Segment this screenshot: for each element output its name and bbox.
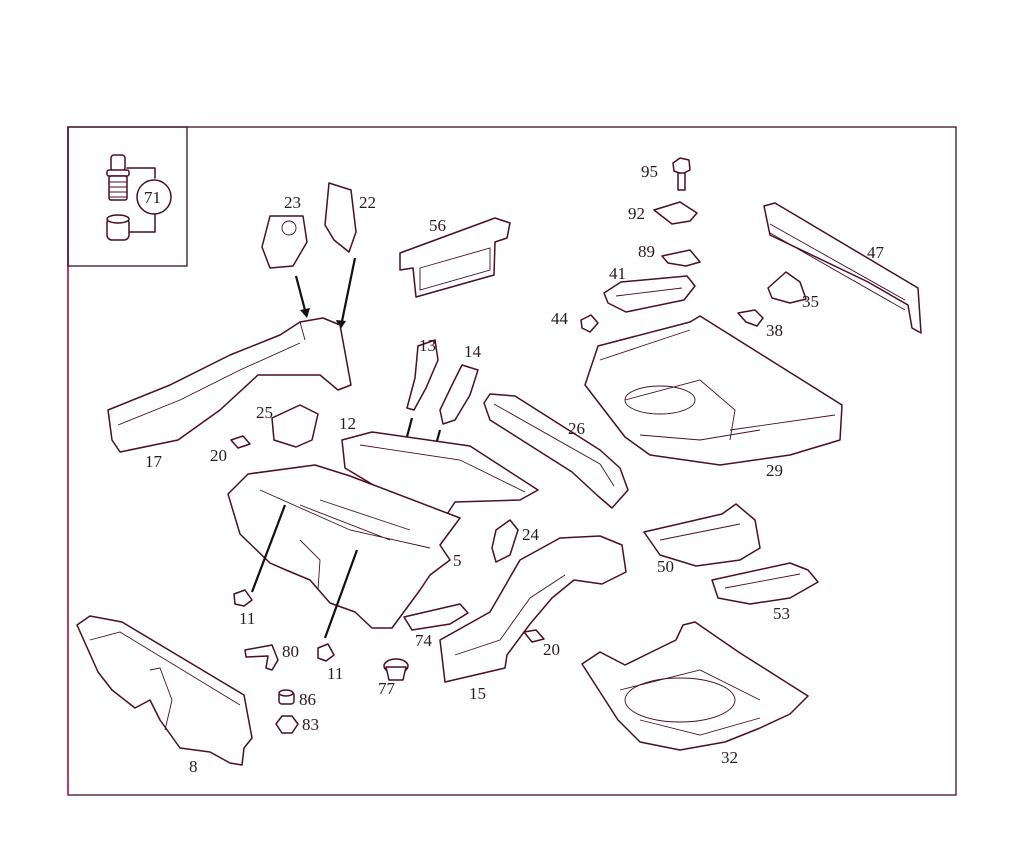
label-part-23: 23 [284, 193, 301, 212]
inset-box [67, 126, 188, 267]
label-part-12: 12 [339, 414, 356, 433]
label-part-80: 80 [282, 642, 299, 661]
label-part-32: 32 [721, 748, 738, 767]
part-47-rear-panel [763, 202, 922, 334]
inset-bolt-drawing [106, 154, 172, 241]
label-part-14: 14 [464, 342, 482, 361]
inset-callout-circle [136, 179, 172, 215]
label-part-83: 83 [302, 715, 319, 734]
label-part-26: 26 [568, 419, 585, 438]
label-part-8: 8 [189, 757, 198, 776]
part-29-rear-floor [584, 315, 843, 466]
part-35-bracket [767, 271, 807, 304]
part-22-pillar [324, 182, 357, 253]
part-95-bolt [672, 157, 691, 191]
inset-callout-label: 71 [144, 188, 161, 207]
part-15-member [439, 535, 627, 683]
label-part-38: 38 [766, 321, 783, 340]
part-83-nut [275, 715, 299, 734]
part-92-clip [653, 201, 698, 225]
part-56-panel [399, 217, 511, 298]
part-13-brace [406, 339, 439, 411]
part-14-brace [439, 364, 479, 425]
part-5-floor-pan [227, 464, 461, 629]
part-74-strip [403, 603, 469, 631]
label-part-86: 86 [299, 690, 316, 709]
label-part-77: 77 [378, 679, 396, 698]
part-44-bracket [580, 314, 599, 333]
label-part-29: 29 [766, 461, 783, 480]
label-part-13: 13 [419, 336, 436, 355]
part-26-rail [483, 393, 629, 509]
label-part-89: 89 [638, 242, 655, 261]
arrow-22 [339, 257, 357, 327]
label-part-22: 22 [359, 193, 376, 212]
part-50-panel [643, 503, 761, 567]
label-part-41: 41 [609, 264, 626, 283]
part-41-cover [603, 275, 696, 313]
label-part-56: 56 [429, 216, 446, 235]
label-part-44: 44 [551, 309, 569, 328]
part-24-bracket [491, 519, 519, 563]
part-32-wheel-well [581, 621, 809, 751]
part-80-bracket [244, 644, 279, 671]
label-part-25: 25 [256, 403, 273, 422]
part-38-bracket [737, 309, 764, 327]
part-77-grommet [383, 658, 409, 681]
label-part-20-a: 20 [210, 446, 227, 465]
label-part-95: 95 [641, 162, 658, 181]
part-86-nut [278, 689, 295, 705]
label-part-53: 53 [773, 604, 790, 623]
part-20-clip-b [523, 629, 545, 643]
arrow-23 [294, 275, 308, 315]
label-part-11-a: 11 [239, 609, 255, 628]
label-part-47: 47 [867, 243, 885, 262]
part-23-mount [261, 215, 308, 269]
label-part-15: 15 [469, 684, 486, 703]
part-11-clip-a [233, 589, 253, 607]
label-part-92: 92 [628, 204, 645, 223]
label-part-35: 35 [802, 292, 819, 311]
part-53-panel [711, 562, 819, 605]
part-8-bulkhead [76, 615, 253, 766]
part-20-clip-a [230, 435, 251, 449]
part-89-clip [661, 249, 701, 267]
label-part-24: 24 [522, 525, 540, 544]
label-part-20-b: 20 [543, 640, 560, 659]
part-17-member [107, 317, 352, 453]
label-part-74: 74 [415, 631, 433, 650]
part-11-clip-b [317, 643, 335, 662]
part-25-patch [271, 404, 319, 448]
label-part-11-b: 11 [327, 664, 343, 683]
label-part-50: 50 [657, 557, 674, 576]
label-part-5: 5 [453, 551, 462, 570]
label-part-17: 17 [145, 452, 163, 471]
